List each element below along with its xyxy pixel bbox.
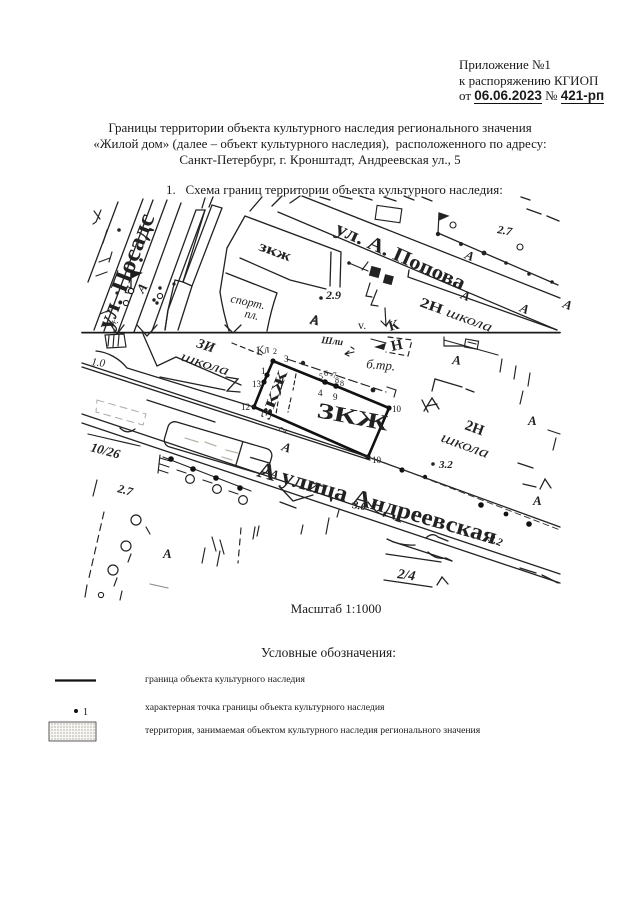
- svg-text:Н: Н: [390, 337, 405, 355]
- svg-text:Шли: Шли: [320, 335, 344, 348]
- svg-text:ул. А. Попова: ул. А. Попова: [332, 217, 469, 294]
- svg-text:А: А: [308, 312, 320, 329]
- svg-text:А улица Андреевская: А улица Андреевская: [255, 457, 500, 549]
- svg-text:А: А: [527, 413, 537, 428]
- svg-text:3.2: 3.2: [486, 532, 505, 549]
- svg-text:2/4: 2/4: [395, 567, 416, 584]
- svg-text:А: А: [451, 352, 462, 368]
- svg-text:2Н школа: 2Н школа: [418, 296, 495, 336]
- svg-text:-7: -7: [330, 371, 337, 380]
- svg-text:v.: v.: [358, 318, 366, 332]
- svg-text:ул. Посадс: ул. Посадс: [92, 210, 160, 334]
- svg-text:2: 2: [273, 347, 277, 356]
- svg-text:зкж: зкж: [257, 239, 294, 265]
- svg-text:2.9: 2.9: [325, 288, 341, 302]
- svg-text:к.: к.: [110, 315, 120, 327]
- svg-text:8: 8: [335, 376, 339, 385]
- svg-text:А: А: [309, 311, 321, 327]
- svg-text:13: 13: [252, 379, 262, 389]
- svg-text:3.0: 3.0: [350, 499, 367, 513]
- svg-text:3.2: 3.2: [438, 459, 453, 471]
- svg-text:12: 12: [241, 402, 250, 412]
- svg-text:К: К: [387, 318, 402, 335]
- svg-text:9: 9: [333, 392, 338, 402]
- svg-text:2.7: 2.7: [495, 224, 513, 239]
- svg-text:ЗИ: ЗИ: [194, 336, 218, 356]
- svg-text:3: 3: [284, 354, 289, 364]
- svg-text:пл.: пл.: [243, 306, 260, 323]
- svg-text:2Н: 2Н: [463, 418, 487, 440]
- svg-text:1: 1: [83, 707, 88, 718]
- svg-text:б.тр.: б.тр.: [366, 356, 396, 373]
- svg-text:4: 4: [318, 388, 323, 398]
- svg-text:А: А: [462, 247, 477, 265]
- svg-text:Кл: Кл: [254, 341, 271, 358]
- svg-text:А: А: [279, 438, 294, 456]
- svg-text:ЗКЖ: ЗКЖ: [259, 368, 292, 422]
- svg-text:А: А: [162, 546, 172, 561]
- svg-text:2: 2: [277, 425, 290, 435]
- svg-text:10: 10: [392, 404, 402, 414]
- svg-text:А: А: [532, 493, 542, 508]
- svg-text:6: 6: [324, 369, 328, 378]
- svg-text:8: 8: [340, 379, 344, 388]
- svg-text:5: 5: [319, 372, 323, 381]
- svg-text:2.7: 2.7: [115, 481, 135, 499]
- svg-text:1: 1: [261, 366, 266, 376]
- svg-text:школа: школа: [439, 430, 491, 462]
- svg-text:А: А: [560, 296, 575, 314]
- svg-text:10/26: 10/26: [89, 439, 122, 461]
